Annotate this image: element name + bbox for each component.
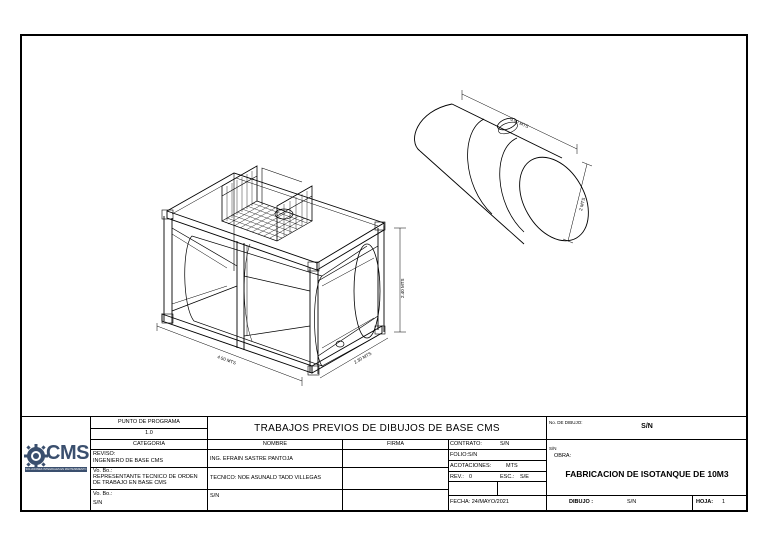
- obra-label: OBRA:: [554, 453, 572, 459]
- punto-programa-label: PUNTO DE PROGRAMA: [118, 419, 180, 425]
- drawing-area: 4.50 MTS 2.30 MTS 2.40 MTS 3.50 MTS 2 MT…: [156, 90, 593, 386]
- dibujo-value: S/N: [627, 499, 637, 505]
- hoja-value: 1: [722, 499, 726, 505]
- sn-small: S/N: [549, 446, 557, 451]
- categoria-label: CATEGORIA: [133, 441, 165, 447]
- rev-label: REV.:: [450, 474, 464, 480]
- nombre-label: NOMBRE: [262, 441, 288, 447]
- reviso-value: INGENIERO DE BASE CMS: [93, 458, 163, 464]
- vobo2-value: S/N: [93, 500, 103, 506]
- hoja-label: HOJA:: [696, 499, 714, 505]
- vobo1-label: Vo. Bo.:: [93, 468, 113, 474]
- gear-icon: [24, 444, 87, 472]
- tecnico-name: TECNICO: NOE ASUNALD TADD VILLEGAS: [210, 475, 322, 481]
- acotaciones-value: MTS: [506, 463, 518, 469]
- tank-isometric-view: [414, 90, 593, 245]
- no-dibujo-label: No. DE DIBUJO:: [549, 420, 583, 425]
- reviso-label: REVISO:: [93, 451, 116, 457]
- folio: FOLIO:S/N: [450, 452, 478, 458]
- dim-frame-height: 2.40 MTS: [400, 278, 405, 298]
- drawing-sheet: 4.50 MTS 2.30 MTS 2.40 MTS 3.50 MTS 2 MT…: [20, 34, 748, 512]
- logo-tagline: SOLUCIONES INTEGRALES EN MANTENIMIENTO: [25, 467, 87, 471]
- esc-value: S/E: [520, 474, 529, 480]
- acotaciones-label: ACOTACIONES:: [450, 463, 492, 469]
- logo-text: CMS: [46, 442, 89, 464]
- dibujo-label: DIBUJO :: [569, 499, 594, 505]
- firma-label: FIRMA: [386, 441, 405, 447]
- fecha: FECHA: 24/MAYO/2021: [450, 499, 509, 505]
- no-dibujo-value: S/N: [641, 423, 653, 430]
- contrato-value: S/N: [500, 441, 510, 447]
- obra-value: FABRICACION DE ISOTANQUE DE 10M3: [565, 469, 729, 479]
- cms-logo: CMS SOLUCIONES INTEGRALES EN MANTENIMIEN…: [24, 439, 89, 479]
- vobo1-value-1: REPRESENTANTE TECNICO DE ORDEN: [93, 474, 198, 480]
- rev-value: 0: [469, 474, 473, 480]
- esc-label: ESC.:: [500, 474, 515, 480]
- vobo2-label: Vo. Bo.:: [93, 491, 113, 497]
- dim-frame-length: 4.50 MTS: [217, 354, 237, 365]
- isotank-frame-view: [156, 165, 406, 386]
- contrato-label: CONTRATO:: [450, 441, 482, 447]
- vobo2-nombre: S/N: [210, 493, 220, 499]
- main-title: TRABAJOS PREVIOS DE DIBUJOS DE BASE CMS: [254, 423, 500, 434]
- vobo1-value-2: DE TRABAJO EN BASE CMS: [93, 480, 167, 486]
- punto-programa-value: 1.0: [145, 430, 153, 436]
- dim-tank-diameter: 2 MTS: [578, 197, 586, 211]
- ing-name: ING. EFRAIN SASTRE PANTOJA: [210, 456, 293, 462]
- title-block: CMS SOLUCIONES INTEGRALES EN MANTENIMIEN…: [22, 416, 746, 511]
